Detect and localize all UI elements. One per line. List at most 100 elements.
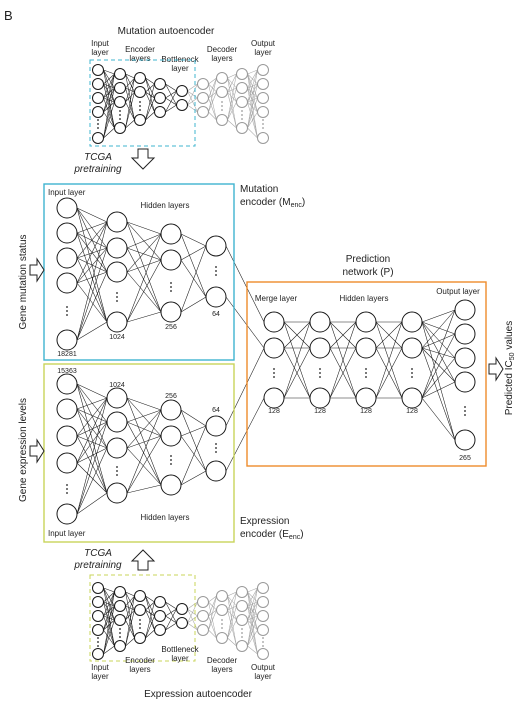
connection-edge [247, 587, 258, 621]
ellipsis-dot [411, 372, 413, 374]
connection-edge [208, 77, 217, 99]
pred-hidden3-ellipsis [411, 368, 413, 378]
mut-enc-input-node [56, 197, 78, 219]
connection-edge [125, 595, 135, 647]
mut-enc-input-node [56, 329, 78, 351]
pred-hidden3-node [401, 311, 423, 333]
connection-edge [247, 615, 258, 647]
connection-edge [125, 77, 135, 103]
mut-ae-input-node [92, 64, 104, 76]
connection-edge [76, 257, 108, 273]
connection-edge [76, 282, 108, 323]
expression-count-hidden-3: 64 [212, 407, 220, 414]
exp-enc-hidden2-node [160, 399, 182, 421]
mutation-hidden-layers-label: Hidden layers [141, 201, 190, 210]
connection-edge [180, 425, 207, 486]
mut-ae-dec3-node [236, 96, 248, 108]
ellipsis-dot [221, 623, 223, 625]
connection-edge [125, 91, 135, 103]
ellipsis-dot [116, 466, 118, 468]
connection-edge [421, 347, 456, 359]
connection-edge [76, 408, 108, 449]
connection-edge [227, 73, 237, 93]
mutation-input-layer-label: Input layer [48, 188, 86, 197]
connection-edge [145, 595, 155, 603]
ellipsis-dot [273, 368, 275, 370]
ellipsis-dot [464, 410, 466, 412]
connection-edge [126, 259, 162, 323]
connection-edge [103, 591, 115, 655]
mutation-ae-output-label-2: layer [254, 48, 272, 57]
expression-ae-decoder-label-1: Decoder [207, 656, 238, 665]
mut-ae-dec1-node [197, 92, 209, 104]
exp-ae-dec2-node [216, 632, 228, 644]
exp-enc-hidden3-ellipsis [215, 443, 217, 453]
exp-ae-enc3-node [154, 624, 166, 636]
exp-ae-enc2-node [134, 604, 146, 616]
exp-ae-dec3-node [236, 614, 248, 626]
encoder-to-merge-edge [225, 245, 265, 323]
expression-encoder: Expression encoder (Eenc) Input layer Hi… [18, 363, 304, 543]
expression-encoder-box [43, 363, 235, 543]
connection-edge [76, 221, 108, 284]
expression-input-arrow-icon [29, 438, 45, 464]
connection-edge [103, 591, 115, 617]
exp-enc-input-node [56, 425, 78, 447]
connection-edge [208, 595, 217, 631]
connection-edge [126, 233, 162, 273]
connection-edge [227, 605, 237, 611]
connection-edge [76, 321, 108, 341]
ellipsis-dot [170, 463, 172, 465]
exp-ae-bottleneck-node [176, 617, 188, 629]
ellipsis-dot [139, 619, 141, 621]
connection-edge [76, 408, 108, 494]
connection-edge [103, 591, 115, 631]
ellipsis-dot [273, 376, 275, 378]
connection-edge [227, 605, 237, 639]
pred-merge-node [263, 337, 285, 359]
connection-edge [208, 609, 217, 631]
connection-edge [76, 397, 108, 437]
prediction-count-hidden-3: 128 [406, 408, 418, 415]
connection-edge [165, 104, 177, 113]
mut-ae-output-node [257, 64, 269, 76]
connection-edge [375, 321, 403, 349]
ellipsis-dot [97, 119, 99, 121]
panel-letter: B [4, 8, 13, 23]
encoder-to-merge-edge [225, 296, 265, 349]
mut-ae-dec3-ellipsis [241, 110, 243, 120]
connection-edge [227, 619, 237, 639]
connection-edge [227, 591, 237, 597]
ellipsis-dot [170, 459, 172, 461]
connection-edge [125, 77, 135, 129]
connection-edge [126, 233, 162, 323]
connection-edge [76, 435, 108, 494]
connection-edge [76, 397, 108, 464]
ellipsis-dot [170, 286, 172, 288]
prediction-title-1: Prediction [346, 254, 390, 265]
connection-edge [247, 69, 258, 103]
exp-ae-enc3-node [154, 596, 166, 608]
ellipsis-dot [215, 266, 217, 268]
mut-enc-hidden1-node [106, 237, 128, 259]
connection-edge [227, 91, 237, 129]
connection-edge [76, 492, 108, 515]
exp-ae-dec3-node [236, 586, 248, 598]
exp-enc-input-ellipsis [66, 484, 68, 494]
mut-ae-dec2-node [216, 72, 228, 84]
connection-edge [421, 347, 456, 441]
connection-edge [76, 271, 108, 341]
ellipsis-dot [66, 484, 68, 486]
mut-enc-hidden3-node [205, 235, 227, 257]
connection-edge [187, 615, 198, 624]
connection-edge [421, 321, 456, 335]
network-nodes [56, 64, 476, 660]
mut-ae-dec3-node [236, 82, 248, 94]
prediction-network-box [246, 281, 487, 467]
connection-edge [247, 83, 258, 129]
exp-ae-input-ellipsis [97, 637, 99, 647]
connection-edge [421, 333, 456, 349]
mutation-encoder-box [43, 183, 235, 361]
mut-enc-hidden1-node [106, 311, 128, 333]
